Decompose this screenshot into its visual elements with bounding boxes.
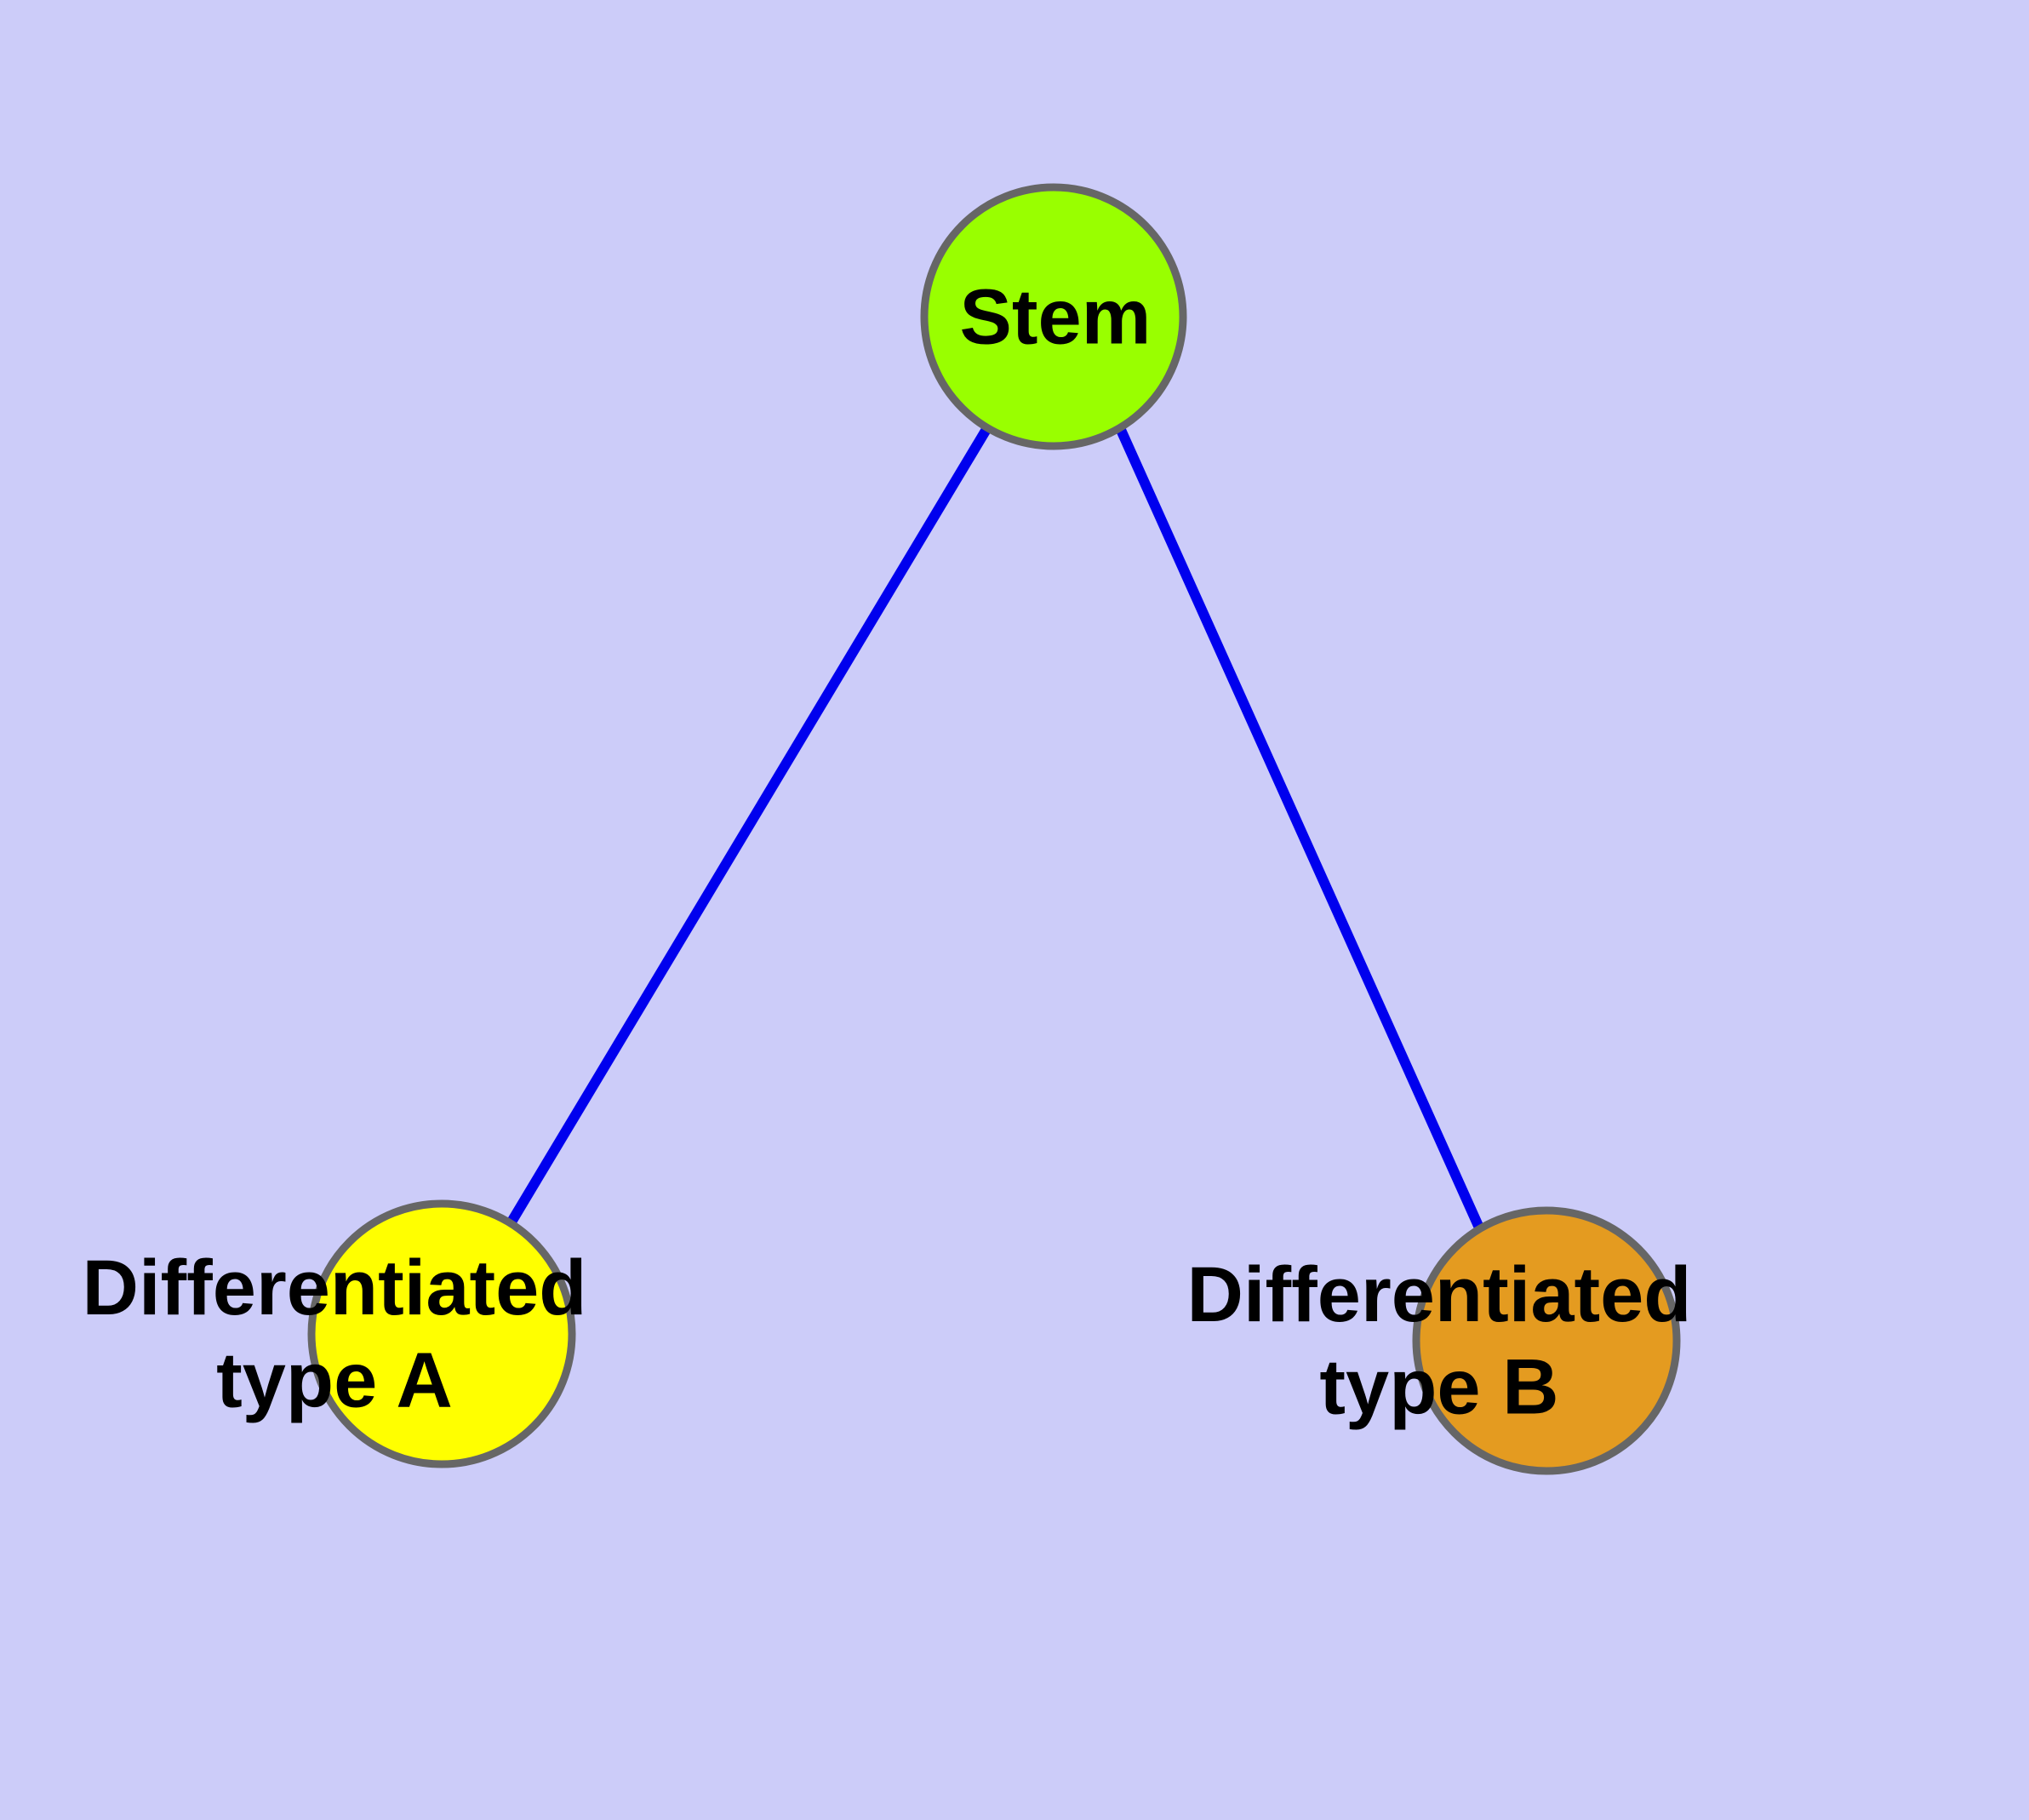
node-differentiated-type-a-circle[interactable] <box>307 1199 576 1468</box>
node-stem-label: Stem <box>960 273 1152 360</box>
edge-stem-to-differentiated-type-a[interactable] <box>506 427 991 1227</box>
edge-stem-to-differentiated-type-b[interactable] <box>1116 427 1483 1228</box>
nodes-layer <box>307 183 1681 1475</box>
node-differentiated-type-b-circle[interactable] <box>1412 1206 1681 1475</box>
node-stem-circle[interactable] <box>920 183 1187 450</box>
edges-layer <box>506 427 1483 1228</box>
